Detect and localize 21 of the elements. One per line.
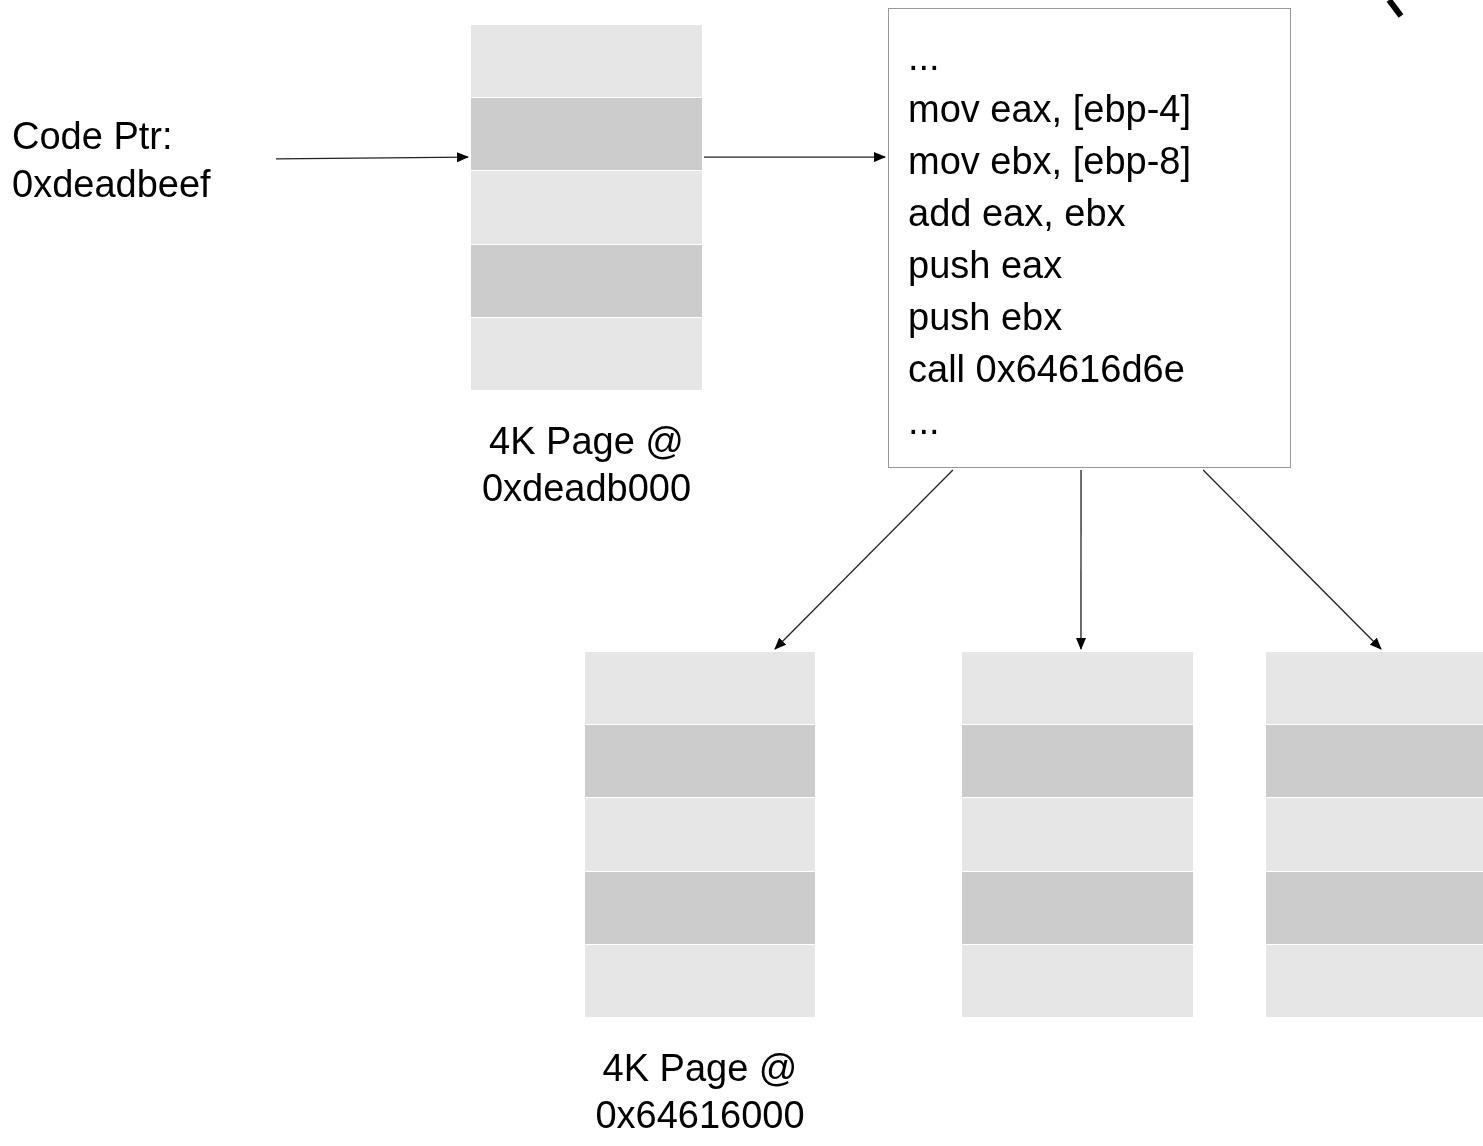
arrow (774, 469, 954, 650)
code-box (888, 8, 1291, 468)
code-line: call 0x64616d6e (908, 347, 1185, 392)
page-caption: 4K Page @ 0xdeadb000 (480, 419, 693, 511)
memory-page (585, 652, 815, 1017)
code-line: push eax (908, 243, 1063, 288)
code-line: add eax, ebx (908, 191, 1126, 236)
code-line: ... (908, 399, 940, 444)
code-line: ... (908, 35, 940, 80)
code-line: mov eax, [ebp-4] (908, 87, 1192, 132)
arrow (703, 152, 886, 163)
memory-page (471, 25, 702, 390)
page-caption: 4K Page @ 0x64616000 (594, 1046, 806, 1138)
arrow (1202, 469, 1382, 650)
code-line: mov ebx, [ebp-8] (908, 139, 1192, 184)
memory-page (1266, 652, 1483, 1017)
arrow (1075, 469, 1086, 650)
pointer-text: Code Ptr: 0xdeadbeef (12, 114, 212, 207)
memory-page (962, 652, 1193, 1017)
arrow (275, 152, 469, 163)
code-line: push ebx (908, 295, 1063, 340)
